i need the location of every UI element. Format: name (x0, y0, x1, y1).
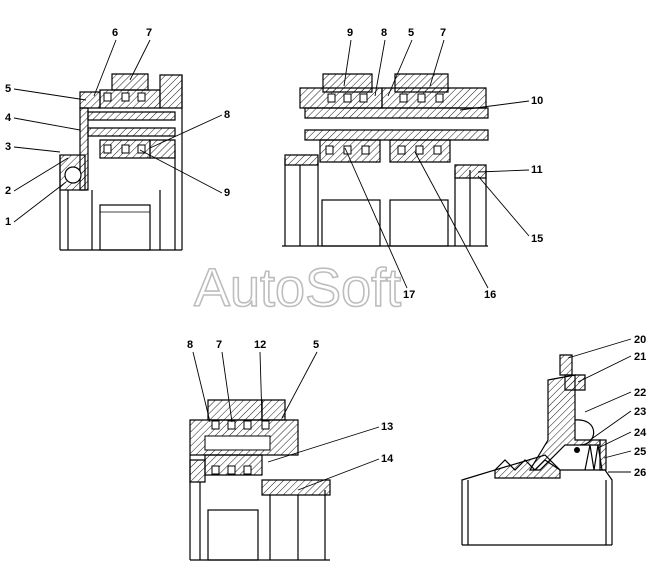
view-b-label-1: 9 (347, 27, 353, 39)
view-b-label-5: 10 (531, 95, 543, 107)
view-a-label-8: 1 (5, 216, 11, 228)
view-b-label-7: 15 (531, 233, 543, 245)
view-a-gear-assembly: 6 7 5 4 3 8 2 1 9 (5, 27, 230, 251)
view-c-label-3: 12 (254, 339, 266, 351)
view-d-label-4: 23 (634, 406, 646, 418)
view-b-label-8: 17 (403, 289, 415, 301)
view-c-label-2: 7 (216, 339, 222, 351)
view-d-label-1: 20 (634, 334, 646, 346)
view-c-label-5: 13 (381, 421, 393, 433)
view-c-label-4: 5 (313, 339, 319, 351)
view-a-label-5: 3 (5, 141, 11, 153)
view-a-label-3: 5 (5, 83, 11, 95)
view-d-label-7: 26 (634, 467, 646, 479)
view-b-label-3: 5 (408, 27, 414, 39)
view-b-label-2: 8 (381, 27, 387, 39)
view-d-label-2: 21 (634, 351, 646, 363)
view-c-gear-assembly: 8 7 12 5 13 14 (187, 339, 394, 561)
view-b-label-6: 11 (531, 164, 543, 176)
view-b-label-9: 16 (484, 289, 496, 301)
view-a-label-1: 6 (112, 27, 118, 39)
view-a-label-2: 7 (146, 27, 152, 39)
view-b-label-4: 7 (440, 27, 446, 39)
view-d-label-6: 25 (634, 446, 646, 458)
view-d-label-5: 24 (634, 427, 647, 439)
view-a-label-9: 9 (224, 187, 230, 199)
view-d-label-3: 22 (634, 387, 646, 399)
view-a-label-6: 8 (224, 109, 230, 121)
watermark-text: AutoSoft (194, 258, 401, 318)
view-c-label-1: 8 (187, 339, 193, 351)
view-d-seal-assembly: 20 21 22 23 24 25 26 (461, 334, 647, 546)
view-a-label-7: 2 (5, 185, 11, 197)
view-b-double-gear-assembly: 9 8 5 7 10 11 15 17 16 (282, 27, 543, 301)
view-a-label-4: 4 (5, 112, 12, 124)
view-c-label-6: 14 (381, 453, 394, 465)
